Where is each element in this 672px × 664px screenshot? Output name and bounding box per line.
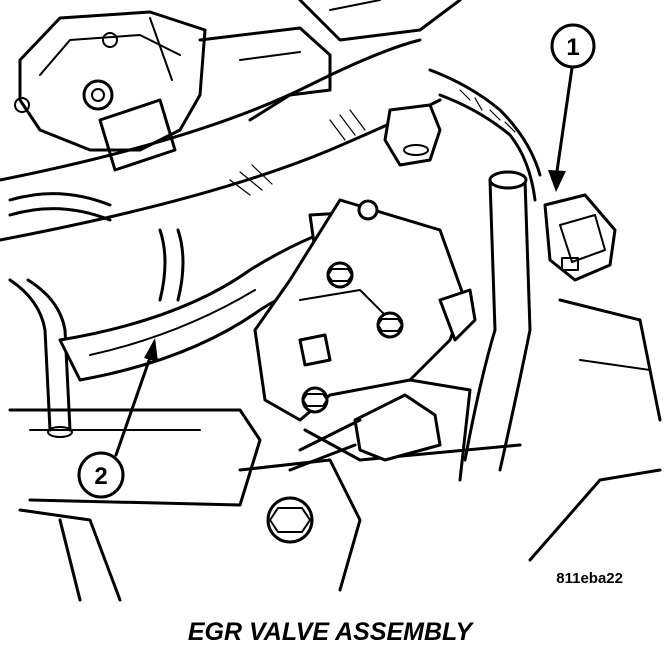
reference-code: 811eba22 [556,570,623,587]
callout-2: 2 [77,338,158,499]
callout-2-arrowhead [144,338,158,362]
callout-2-label: 2 [94,463,107,490]
right-vertical-tube [463,170,532,472]
callout-1-arrowhead [548,170,566,192]
callout-1: 1 [548,23,596,192]
callout-1-label: 1 [566,34,579,61]
callout-2-circle [77,451,125,499]
wiring-harness [383,68,542,202]
diagram-caption: EGR VALVE ASSEMBLY [188,618,475,646]
electrical-connector [543,193,617,282]
egr-valve-body [253,198,477,422]
sensor-connector [288,393,442,472]
callout-1-leader [554,66,574,180]
callout-2-leader [114,350,154,457]
